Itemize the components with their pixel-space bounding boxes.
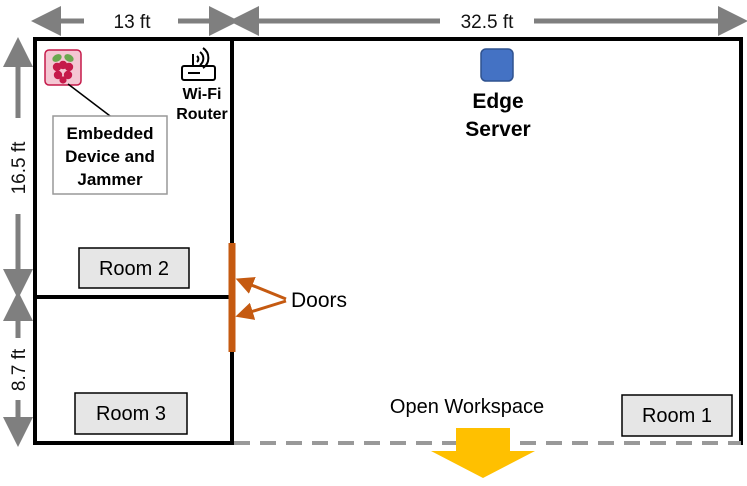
room-2-box: Room 2: [78, 247, 190, 289]
exit-arrow-icon: [431, 428, 535, 478]
dimension-top-right: 32.5 ft: [229, 6, 747, 36]
dimension-label-16-5ft: 16.5 ft: [9, 141, 30, 195]
callout-line-3: Jammer: [77, 170, 143, 189]
doors-label: Doors: [291, 289, 347, 312]
dimension-left-upper: 16.5 ft: [3, 37, 33, 299]
wifi-router-icon: [181, 47, 216, 81]
walls: [33, 37, 743, 445]
dimension-top-left: 13 ft: [30, 6, 239, 36]
edge-server-label-line-2: Server: [465, 118, 530, 141]
dimension-left-lower: 8.7 ft: [3, 291, 33, 447]
dimension-label-8-7ft: 8.7 ft: [9, 348, 30, 391]
router-label-line-1: Wi-Fi: [183, 86, 222, 103]
room-3-box: Room 3: [74, 392, 188, 435]
server-square-icon: [480, 48, 514, 82]
router-label-line-2: Router: [176, 106, 228, 123]
dimension-label-13ft: 13 ft: [114, 12, 152, 33]
room-1-box: Room 1: [621, 394, 733, 437]
room-3-label: Room 3: [96, 403, 166, 425]
edge-server-label-line-1: Edge: [472, 90, 523, 113]
callout-line-1: Embedded: [67, 124, 154, 143]
room-2-label: Room 2: [99, 258, 169, 280]
room-1-label: Room 1: [642, 405, 712, 427]
dimension-label-32-5ft: 32.5 ft: [461, 12, 515, 33]
door-arrow-upper: [235, 277, 287, 301]
door-arrow-lower: [235, 299, 287, 320]
callout-line-2: Device and: [65, 147, 155, 166]
open-workspace-label: Open Workspace: [390, 396, 544, 418]
raspberry-pi-icon: [44, 49, 82, 86]
embedded-device-callout: Embedded Device and Jammer: [52, 115, 168, 195]
